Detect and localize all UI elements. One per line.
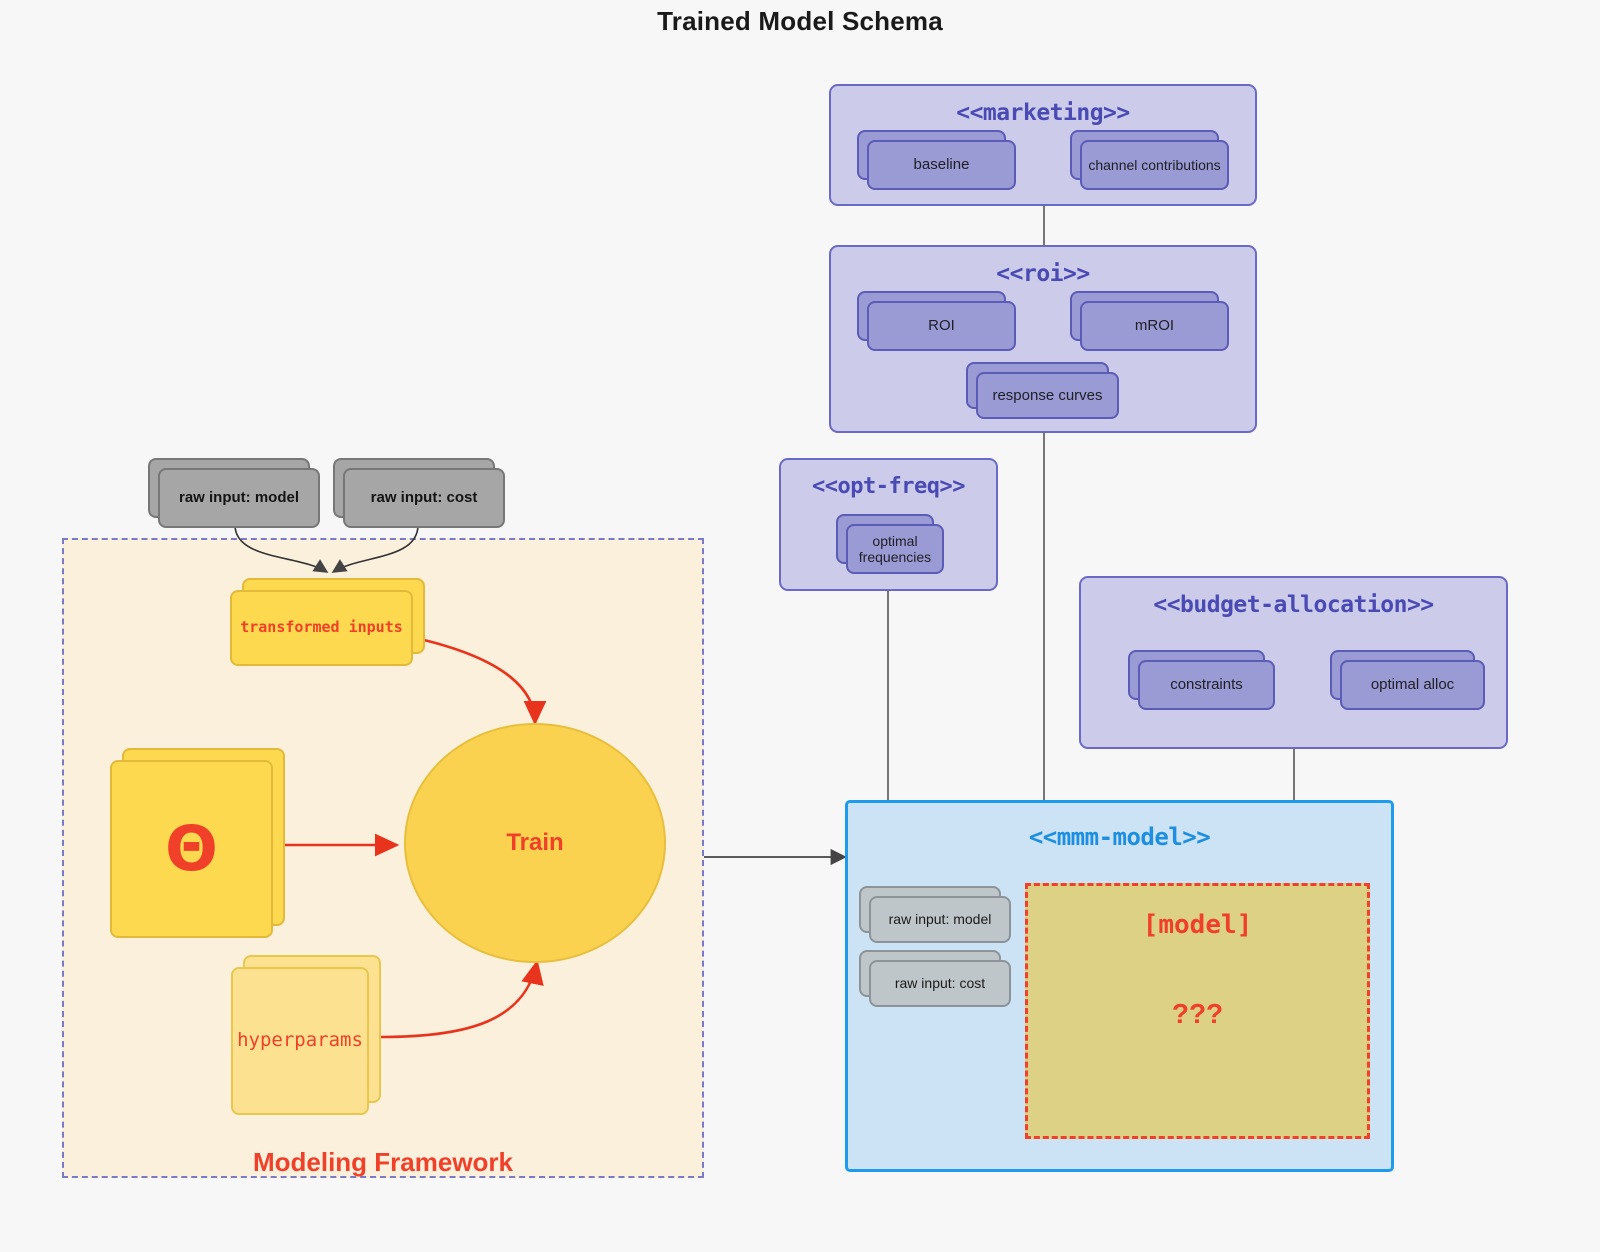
theta-glyph: Θ [165, 812, 218, 885]
node-optimal-frequencies[interactable]: optimal frequencies [836, 514, 944, 574]
node-label: response curves [976, 372, 1119, 419]
train-label: Train [506, 829, 564, 856]
node-label: hyperparams [231, 967, 369, 1115]
node-label: Θ [110, 760, 273, 938]
node-label: channel contributions [1080, 140, 1229, 190]
node-label: raw input: model [869, 896, 1011, 943]
node-optimal-alloc[interactable]: optimal alloc [1330, 650, 1485, 710]
model-placeholder-title: [model] [1142, 910, 1253, 940]
node-label: raw input: cost [343, 468, 505, 528]
node-label: raw input: model [158, 468, 320, 528]
model-placeholder-box[interactable]: [model] ??? [1025, 883, 1370, 1139]
modeling-framework-label: Modeling Framework [252, 1147, 514, 1177]
node-label: mROI [1080, 301, 1229, 351]
package-title: <<roi>> [996, 261, 1090, 287]
node-theta[interactable]: Θ [110, 748, 285, 938]
node-label: constraints [1138, 660, 1275, 710]
node-label: baseline [867, 140, 1016, 190]
train-ellipse[interactable]: Train [404, 723, 666, 963]
node-hyperparams[interactable]: hyperparams [231, 955, 381, 1115]
node-mroi[interactable]: mROI [1070, 291, 1229, 351]
node-response-curves[interactable]: response curves [966, 362, 1119, 419]
node-raw-input-model-top[interactable]: raw input: model [148, 458, 320, 528]
node-baseline[interactable]: baseline [857, 130, 1016, 190]
node-constraints[interactable]: constraints [1128, 650, 1275, 710]
node-channel-contributions[interactable]: channel contributions [1070, 130, 1229, 190]
node-raw-input-cost-top[interactable]: raw input: cost [333, 458, 505, 528]
package-title: <<opt-freq>> [812, 474, 965, 499]
node-label: optimal alloc [1340, 660, 1485, 710]
page-title: Trained Model Schema [657, 6, 943, 36]
package-title: <<marketing>> [956, 100, 1130, 126]
node-mmm-raw-input-model[interactable]: raw input: model [859, 886, 1011, 943]
node-transformed-inputs[interactable]: transformed inputs [230, 578, 425, 666]
node-mmm-raw-input-cost[interactable]: raw input: cost [859, 950, 1011, 1007]
package-title: <<mmm-model>> [1028, 823, 1211, 851]
node-label: raw input: cost [869, 960, 1011, 1007]
model-placeholder-unknown: ??? [1171, 998, 1224, 1029]
node-label: ROI [867, 301, 1016, 351]
node-label: transformed inputs [230, 590, 413, 666]
node-label: optimal frequencies [846, 524, 944, 574]
node-roi[interactable]: ROI [857, 291, 1016, 351]
package-title: <<budget-allocation>> [1153, 592, 1434, 618]
